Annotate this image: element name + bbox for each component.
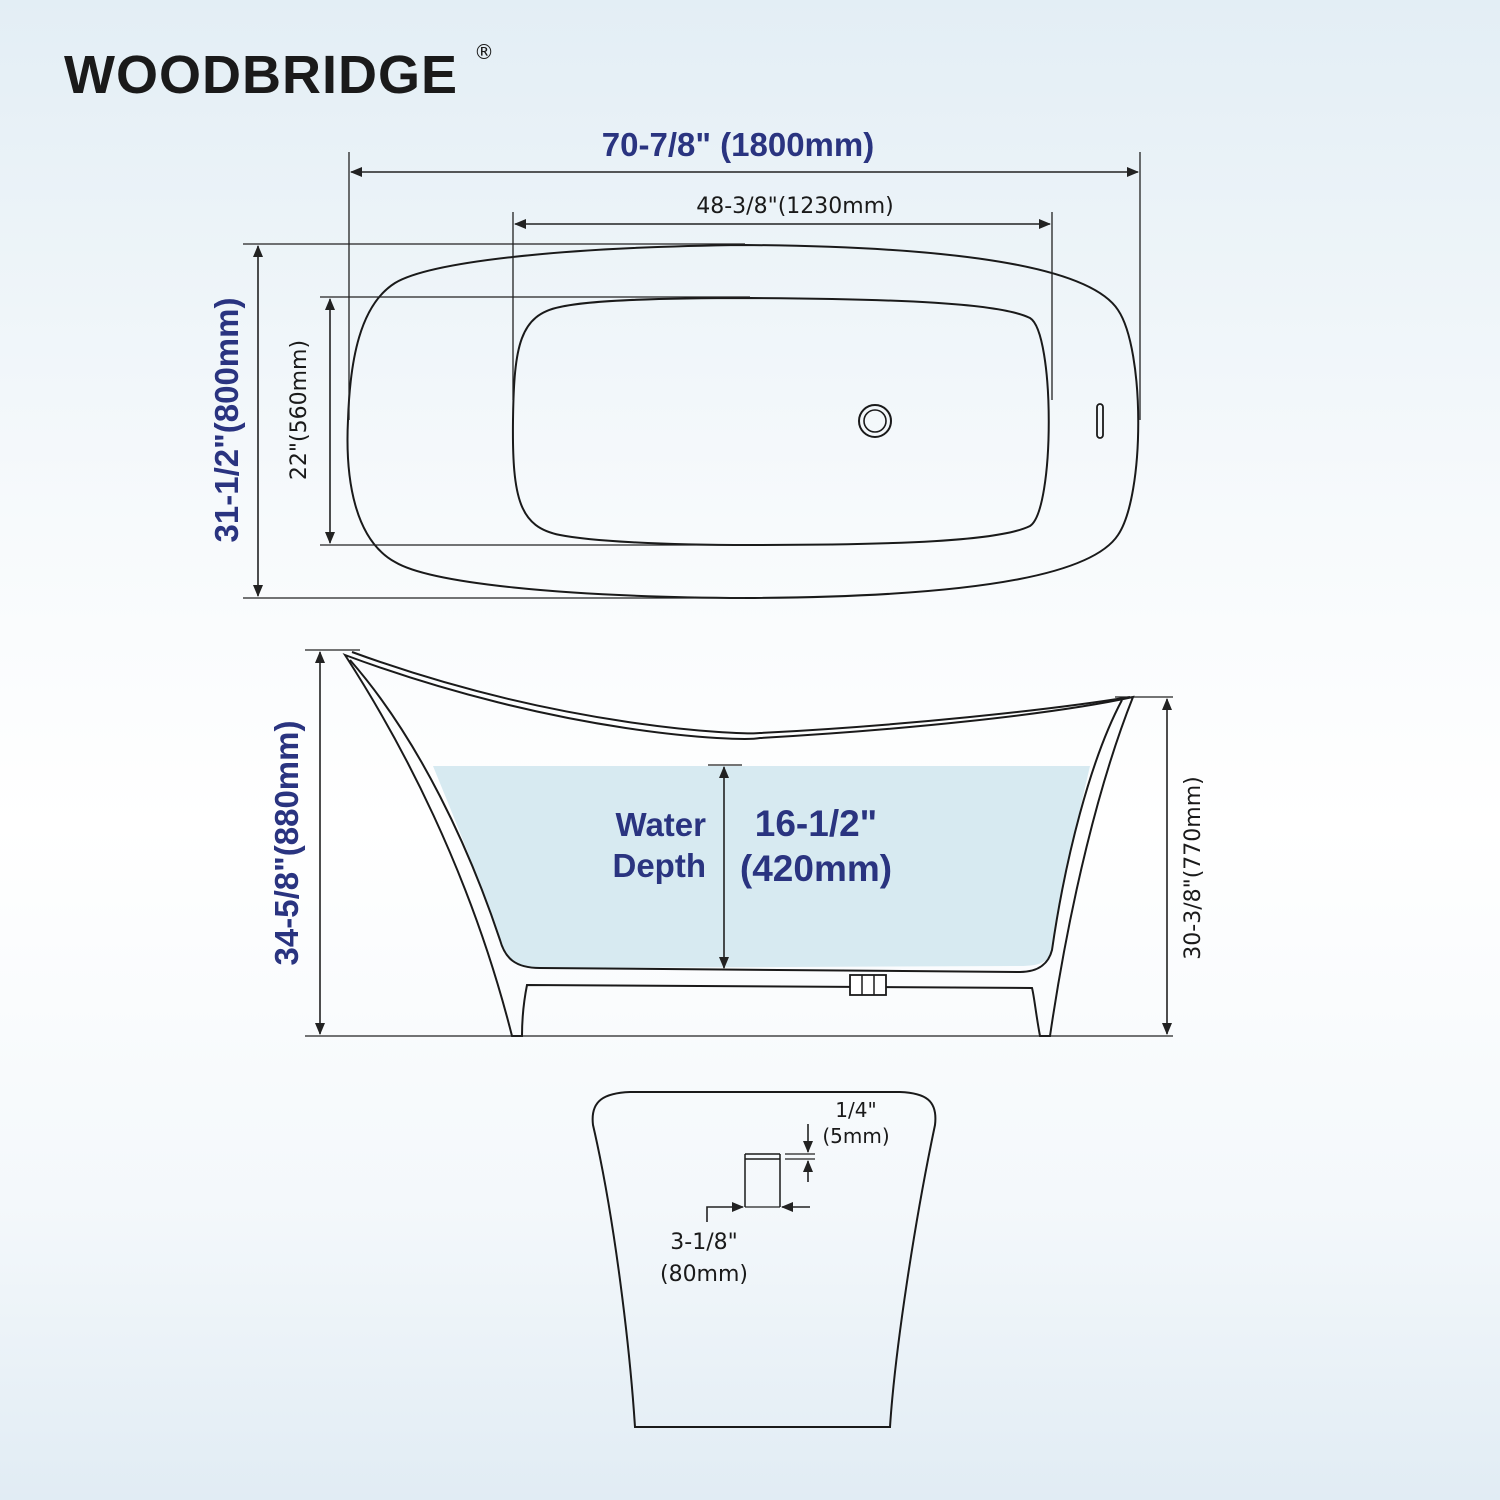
bottom-drain-icon — [849, 974, 887, 996]
tub-side-outline — [342, 653, 1135, 1037]
water-depth-value-line1: 16-1/2" — [755, 803, 877, 844]
water-depth-caption-line2: Depth — [613, 847, 707, 884]
end-view-outline — [591, 1091, 937, 1428]
top-view: 70-7/8" (1800mm) 48-3/8"(1230mm) 31-1/2"… — [208, 126, 1141, 600]
overall-width-label: 31-1/2"(800mm) — [208, 298, 245, 543]
drain-inner-icon — [863, 409, 887, 433]
side-view: 34-5/8"(880mm) 30-3/8"(770mm) Water Dept… — [268, 649, 1206, 1037]
tub-inner-wall — [349, 659, 1123, 974]
rim-height-label: 30-3/8"(770mm) — [1181, 776, 1206, 959]
drain-width-label-line2: (80mm) — [660, 1262, 748, 1287]
tub-outer-outline — [346, 243, 1140, 600]
overflow-height-label-line2: (5mm) — [822, 1124, 889, 1148]
drain-width-label-line1: 3-1/8" — [670, 1230, 737, 1255]
water-depth-caption-line1: Water — [616, 806, 707, 843]
inner-width-label: 22"(560mm) — [287, 340, 312, 480]
water-fill — [433, 766, 1090, 968]
inner-length-label: 48-3/8"(1230mm) — [696, 194, 893, 219]
tub-inner-basin — [511, 296, 1050, 547]
overflow-slot-icon — [1096, 403, 1104, 439]
detail-view: 1/4" (5mm) 3-1/8" (80mm) — [591, 1091, 937, 1428]
tub-rim — [351, 651, 1131, 735]
drain-outer-icon — [858, 404, 892, 438]
overflow-height-label-line1: 1/4" — [835, 1098, 876, 1122]
brand-logo: WOODBRIDGE — [64, 45, 458, 105]
registered-mark: ® — [474, 40, 494, 64]
overall-length-label: 70-7/8" (1800mm) — [602, 126, 874, 163]
water-depth-value-line2: (420mm) — [740, 848, 892, 889]
overall-height-label: 34-5/8"(880mm) — [268, 721, 305, 966]
drain-width-arrow — [706, 1202, 744, 1222]
